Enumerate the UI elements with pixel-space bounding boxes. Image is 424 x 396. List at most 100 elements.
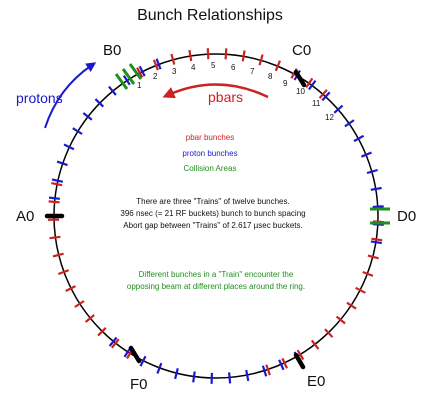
proton-bunch-mark: [353, 134, 365, 143]
proton-bunch-mark: [63, 143, 75, 151]
proton-bunch-mark: [82, 112, 93, 121]
proton-bunch-mark: [174, 368, 179, 380]
info-line: 396 nsec (= 21 RF buckets) bunch to bunc…: [120, 209, 305, 218]
protons-label: protons: [16, 90, 63, 106]
pbar-bunch-mark: [355, 286, 366, 294]
proton-bunch-mark: [48, 196, 61, 200]
proton-bunch-mark: [155, 58, 162, 70]
legend-collision-areas: Collision Areas: [184, 164, 237, 173]
pbars-direction-arrow: [162, 83, 269, 99]
pbar-bunch-mark: [265, 364, 271, 376]
proton-bunch-mark: [344, 119, 355, 128]
proton-bunch-mark: [370, 186, 382, 191]
bunch-number: 11: [312, 99, 321, 108]
proton-bunch-mark: [308, 79, 317, 91]
station-label-d0: D0: [397, 208, 416, 225]
proton-bunch-mark: [278, 359, 285, 371]
bunch-number: 8: [268, 72, 273, 81]
station-label-a0: A0: [16, 208, 34, 225]
station-marker-f0: [128, 345, 142, 364]
proton-bunch-mark: [261, 365, 268, 377]
proton-bunch-mark: [139, 355, 147, 367]
proton-bunch-mark: [156, 362, 163, 374]
pbar-bunch-mark: [296, 349, 305, 361]
pbars-label: pbars: [208, 89, 243, 105]
proton-bunch-mark: [245, 369, 250, 382]
pbar-bunch-mark: [97, 327, 107, 337]
pbar-bunch-mark: [362, 270, 374, 277]
page-title: Bunch Relationships: [137, 7, 283, 24]
pbar-bunch-mark: [65, 285, 76, 292]
pbar-bunch-mark: [51, 182, 63, 187]
pbar-bunch-mark: [170, 53, 176, 65]
bunch-number: 4: [191, 63, 196, 72]
proton-bunch-mark: [192, 371, 196, 383]
station-markers: [44, 69, 307, 370]
bunch-number-labels: 1 2 3 4 5 6 7 8 9 10 11 12: [137, 61, 334, 122]
pbar-bunch-mark: [206, 48, 210, 60]
pbar-bunch-mark: [281, 357, 288, 369]
pbar-bunch-mark: [52, 252, 64, 258]
station-label-f0: F0: [130, 376, 148, 393]
proton-bunch-mark: [366, 168, 378, 175]
info-line: There are three "Trains" of twelve bunch…: [136, 197, 289, 206]
proton-bunch-mark: [72, 127, 83, 135]
station-marker-c0: [293, 69, 307, 88]
collision-area-d0: [370, 207, 390, 225]
pbar-bunch-mark: [57, 269, 70, 276]
note-line: opposing beam at different places around…: [127, 282, 305, 291]
bunch-number: 6: [231, 63, 236, 72]
bunch-number: 1: [137, 81, 142, 90]
proton-bunch-mark: [228, 372, 232, 384]
pbar-bunch-mark: [335, 315, 346, 325]
pbar-bunch-mark: [111, 338, 120, 349]
pbar-bunch-mark: [305, 77, 314, 89]
proton-bunch-mark: [370, 240, 382, 245]
collision-area-b0: [114, 63, 143, 90]
pbar-bunch-mark: [74, 300, 85, 308]
pbar-bunch-mark: [310, 339, 320, 350]
legend-pbar-bunches: pbar bunches: [186, 133, 234, 142]
pbar-bunch-mark: [188, 49, 193, 62]
proton-bunch-mark: [94, 98, 105, 108]
bunch-number: 12: [325, 113, 334, 122]
protons-direction-arrow: [44, 62, 97, 129]
pbar-bunch-mark: [48, 200, 60, 204]
pbar-bunch-mark: [274, 60, 282, 72]
bunch-number: 2: [153, 72, 158, 81]
pbar-bunch-mark: [324, 328, 334, 338]
proton-bunch-mark: [138, 65, 146, 77]
proton-bunch-mark: [108, 336, 118, 347]
bunch-number: 3: [172, 67, 177, 76]
proton-bunch-mark: [333, 104, 344, 114]
proton-bunch-mark: [108, 85, 117, 96]
station-label-e0: E0: [307, 373, 325, 390]
bunch-number: 9: [283, 79, 288, 88]
bunch-number: 5: [211, 61, 216, 70]
pbar-bunch-mark: [371, 237, 383, 242]
note-line: Different bunches in a "Train" encounter…: [139, 270, 294, 279]
bunch-number: 10: [296, 87, 305, 96]
station-label-c0: C0: [292, 42, 311, 59]
proton-bunch-mark: [372, 205, 384, 209]
pbar-bunch-mark: [224, 48, 228, 60]
legend-proton-bunches: proton bunches: [182, 149, 237, 158]
proton-bunch-mark: [56, 160, 68, 167]
proton-bunch-mark: [321, 91, 331, 102]
pbar-bunch-mark: [84, 314, 95, 323]
bunch-number: 7: [250, 67, 255, 76]
pbar-bunch-mark: [152, 59, 159, 71]
pbar-bunch-mark: [318, 89, 328, 99]
proton-bunch-mark: [51, 178, 64, 183]
pbar-bunch-mark: [346, 301, 357, 310]
station-label-b0: B0: [103, 42, 121, 59]
pbar-bunch-mark: [49, 235, 61, 240]
pbar-bunch-mark: [258, 54, 264, 66]
pbar-bunch-mark: [241, 50, 246, 62]
pbar-bunch-mark: [367, 254, 379, 260]
proton-bunch-mark: [360, 151, 372, 158]
proton-bunch-mark: [122, 74, 131, 86]
info-line: Abort gap between "Trains" of 2.617 µsec…: [123, 221, 302, 230]
station-marker-e0: [293, 352, 306, 370]
